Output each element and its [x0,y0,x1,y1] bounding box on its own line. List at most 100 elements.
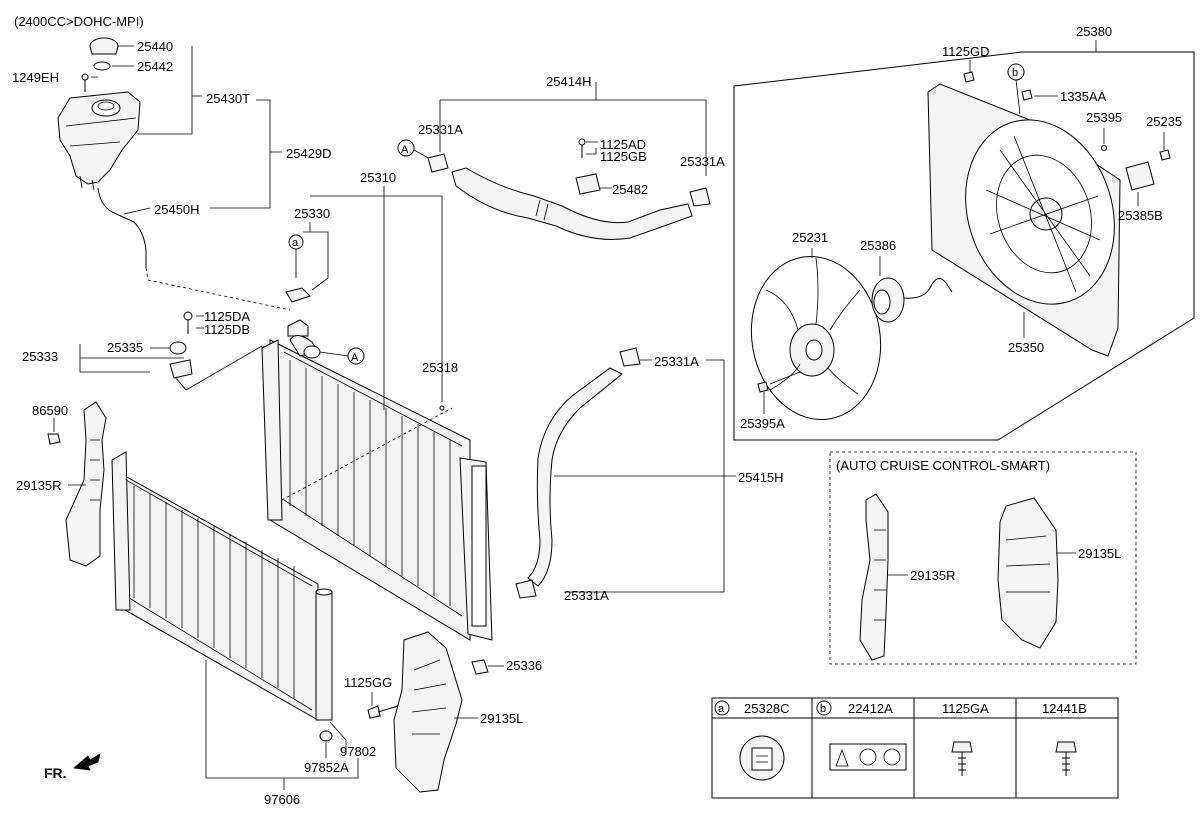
auto-cruise-label-29135r: 29135R [910,568,956,583]
air-guard-29135l [393,631,463,793]
label-25331a-2: 25331A [680,154,725,169]
label-25430t: 25430T [206,91,250,106]
callout-A-circle-hose [397,139,415,157]
fan-motor [871,277,953,323]
legend-circle-a-text: a [718,703,725,715]
callout-A-text-radiator: A [351,352,359,364]
callout-A-text-hose: A [401,144,409,156]
label-97852a: 97852A [304,760,349,775]
auto-cruise-label-29135l: 29135L [1078,546,1121,561]
bolt-25235 [1159,149,1171,161]
hose-clamp-2 [689,187,711,207]
label-1249eh: 1249EH [12,70,59,85]
reservoir-cap [89,37,119,55]
label-25336: 25336 [506,658,542,673]
cap-gasket [285,287,311,303]
screw-25395 [1101,145,1107,151]
hose-clamp-1 [427,153,449,173]
radiator-dash-line [281,407,453,501]
radiator-pin [439,405,445,411]
callout-a-text: a [292,237,299,249]
air-guard-29135r [65,401,107,567]
upper-hose [451,167,693,240]
label-25440: 25440 [137,39,173,54]
label-25385b: 25385B [1118,208,1163,223]
label-1125gd: 1125GD [942,44,989,59]
label-86590: 86590 [32,403,68,418]
legend-circle-a [714,700,730,716]
label-1125gg: 1125GG [344,675,392,690]
hose-bracket-25482 [575,173,601,195]
radiator-bracket [169,341,193,379]
legend-code-25328c: 25328C [744,701,790,716]
legend-code-12441b: 12441B [1042,701,1087,716]
label-1125db: 1125DB [204,322,250,337]
label-25330: 25330 [294,206,330,221]
label-25386: 25386 [860,238,896,253]
label-29135r-main: 29135R [16,478,62,493]
cap-seal [93,61,111,71]
drier-plug [319,730,333,742]
callout-b-text: b [1012,67,1018,79]
label-25331a-1: 25331A [418,122,463,137]
fan-blade [750,255,882,421]
nut-86590 [47,433,61,445]
bolt-1125ad [578,138,586,158]
label-25331a-3: 25331A [654,354,699,369]
label-25331a-4: 25331A [564,588,609,603]
front-arrow-icon [73,753,101,771]
condenser [111,451,333,721]
screw-1249eh [81,73,89,92]
bolt-1125gg [367,705,399,719]
fan-assembly-outline [733,51,1195,441]
label-25442: 25442 [137,59,173,74]
auto-cruise-box [829,451,1137,665]
hose-clamp-4 [515,579,537,599]
label-25415h: 25415H [738,470,784,485]
label-25395: 25395 [1086,110,1122,125]
label-97802: 97802 [340,744,376,759]
label-25414h: 25414H [546,74,592,89]
label-97606: 97606 [264,792,300,807]
label-25450h: 25450H [154,202,200,217]
screw-25395a [757,381,769,393]
front-indicator-label: FR. [44,765,67,781]
label-25310: 25310 [360,170,396,185]
hose-clamp-3 [619,347,641,367]
label-1125gb: 1125GB [600,149,647,164]
label-1125da: 1125DA [204,309,250,324]
legend-table [711,697,1119,799]
drain-plug [471,659,489,675]
radiator-cap [287,319,309,337]
legend-circle-b [816,700,832,716]
label-25318: 25318 [422,360,458,375]
hose-route-line [145,267,291,311]
legend-code-22412a: 22412A [848,701,893,716]
label-25380: 25380 [1076,24,1112,39]
auto-cruise-air-guard-l [997,497,1059,649]
label-25395a: 25395A [740,416,785,431]
label-25231: 25231 [792,230,828,245]
reservoir-tank [57,91,141,191]
warning-label-icon [739,735,785,781]
label-29135l-main: 29135L [480,711,523,726]
legend-circle-b-text: b [820,703,826,715]
label-25335: 25335 [107,340,143,355]
bolt-1125da [183,311,193,334]
label-25333: 25333 [22,349,58,364]
label-25482: 25482 [612,182,648,197]
bolt-1125ga-icon [951,741,973,776]
radiator [261,335,493,641]
fan-shroud [927,83,1121,357]
caution-label-icon [829,743,907,771]
resistor-25385b [1125,161,1155,191]
auto-cruise-title: (AUTO CRUISE CONTROL-SMART) [836,458,1050,473]
auto-cruise-air-guard-r [859,493,889,661]
label-25350: 25350 [1008,340,1044,355]
engine-spec-label: (2400CC>DOHC-MPI) [14,14,144,29]
bolt-12441b-icon [1055,741,1077,776]
label-1335aa: 1335AA [1060,89,1107,104]
legend-code-1125ga: 1125GA [942,701,989,716]
